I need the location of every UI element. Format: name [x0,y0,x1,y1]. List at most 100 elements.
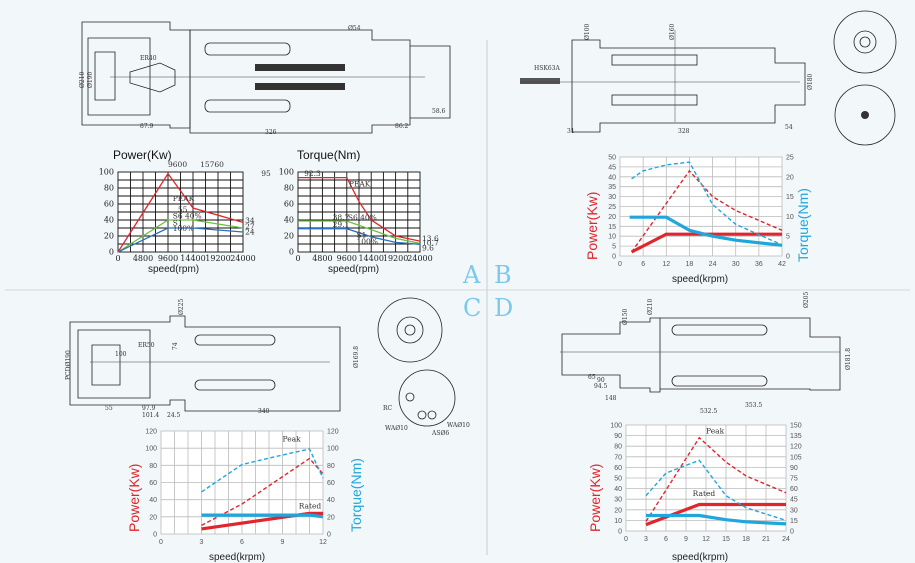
y-tick-label: 15 [608,224,616,231]
y-tick-label: 60 [104,200,114,209]
x-tick-label: 15 [722,536,730,543]
dim-label: Ø210 [647,298,654,315]
dim-label: 353.5 [745,402,762,409]
dim-label: Ø181.8 [845,348,852,370]
dim-label: PCDØ190 [65,350,72,380]
section-letter-d: D [494,294,513,322]
chart-annotation: Peak [283,434,302,443]
chart-annotation: 24 [245,227,255,236]
y-tick-label: 20 [614,507,622,514]
dim-label: Ø150 [622,308,629,325]
x-tick-label: 4800 [312,254,332,263]
chart-annotation: 100% [356,237,377,246]
y-tick-label: 20 [284,232,294,241]
y2-tick-label: 20 [786,174,794,181]
dim-label: ASØ6 [431,430,449,437]
y-tick-label: 50 [608,155,616,162]
y2-tick-label: 0 [786,254,790,261]
chart-annotation: S6 40% [173,211,202,220]
x-tick-label: 0 [624,536,628,543]
y2-tick-label: 15 [786,194,794,201]
chart-annotation: Rated [299,501,322,510]
x-tick-label: 21 [762,536,770,543]
x-tick-label: 36 [755,261,763,268]
y-tick-label: 40 [149,497,157,504]
chart-d-xlabel: speed(krpm) [672,552,728,563]
x-tick-label: 30 [732,261,740,268]
y2-tick-label: 45 [790,497,798,504]
y2-tick-label: 20 [327,514,335,521]
chart-annotation: 100% [173,224,194,233]
y-tick-label: 0 [612,254,616,261]
series-line-torque-rated [646,513,787,526]
flange-rear-view [834,84,896,146]
x-tick-label: 0 [618,261,622,268]
dim-label: 86.2 [395,123,409,130]
x-tick-label: 9600 [158,254,178,263]
dim-label: 101.4 [142,412,159,419]
dim-label: 148 [605,395,617,402]
y-tick-label: 80 [284,184,294,193]
chart-annotation: 29.1 [333,220,350,229]
dim-label: 90 [597,377,605,384]
x-tick-label: 24 [709,261,717,268]
dim-label: Ø160 [669,23,676,40]
chart-annotation: 95 [261,169,271,178]
y-tick-label: 90 [614,433,622,440]
flange-front-view [833,10,897,74]
chart-annotation: 34 [245,216,255,225]
chart-d-ylabel: Power(Kw) [587,464,603,532]
x-tick-label: 19200 [205,254,230,263]
series-line-torque-rated [629,215,783,247]
y2-tick-label: 120 [790,444,802,451]
dim-label: 100 [115,351,127,358]
chart-a-power-xlabel: speed(rpm) [148,264,199,275]
chart-annotation: PEAK [173,194,195,203]
y2-tick-label: 40 [327,497,335,504]
y-tick-label: 40 [284,216,294,225]
chart-annotation: 9600 [168,160,187,169]
y2-tick-label: 100 [327,446,339,453]
x-tick-label: 9 [281,539,285,546]
y2-tick-label: 30 [790,507,798,514]
y-tick-label: 40 [104,216,114,225]
x-tick-label: 3 [200,539,204,546]
dim-label: Ø100 [584,23,591,40]
chart-b-xlabel: speed(krpm) [672,274,728,285]
dim-label: 340 [258,408,270,415]
dim-label: 94.5 [594,383,608,390]
flange-front-view [377,297,443,363]
chart-annotation: S6 40% [348,213,377,222]
y2-tick-label: 135 [790,433,802,440]
x-tick-label: 0 [159,539,163,546]
chart-annotation: Rated [693,489,716,498]
chart-annotation: 13.6 [422,234,439,243]
chart-b-ylabel: Power(Kw) [584,192,600,260]
x-tick-label: 24000 [407,254,432,263]
dim-label: ER40 [140,55,157,62]
y2-tick-label: 10 [786,214,794,221]
y-tick-label: 100 [145,446,157,453]
dim-label: Ø210 [79,71,86,88]
series-line-peak [117,172,244,253]
y-tick-label: 100 [610,423,622,430]
y-tick-label: 45 [608,164,616,171]
y2-tick-label: 5 [786,234,790,241]
series-line-power-rated [645,502,786,527]
series-line-torque-peak [201,448,324,493]
section-letter-c: C [463,294,481,322]
dim-label: Ø180 [807,73,814,90]
series-line-torque-peak [645,459,787,522]
y2-tick-label: 120 [327,429,339,436]
flange-rear-view [398,369,456,427]
y-tick-label: 25 [608,204,616,211]
x-tick-label: 24 [782,536,790,543]
x-tick-label: 9600 [337,254,357,263]
y2-tick-label: 0 [327,532,331,539]
y2-tick-label: 0 [790,529,794,536]
dim-label: 58.6 [432,108,446,115]
